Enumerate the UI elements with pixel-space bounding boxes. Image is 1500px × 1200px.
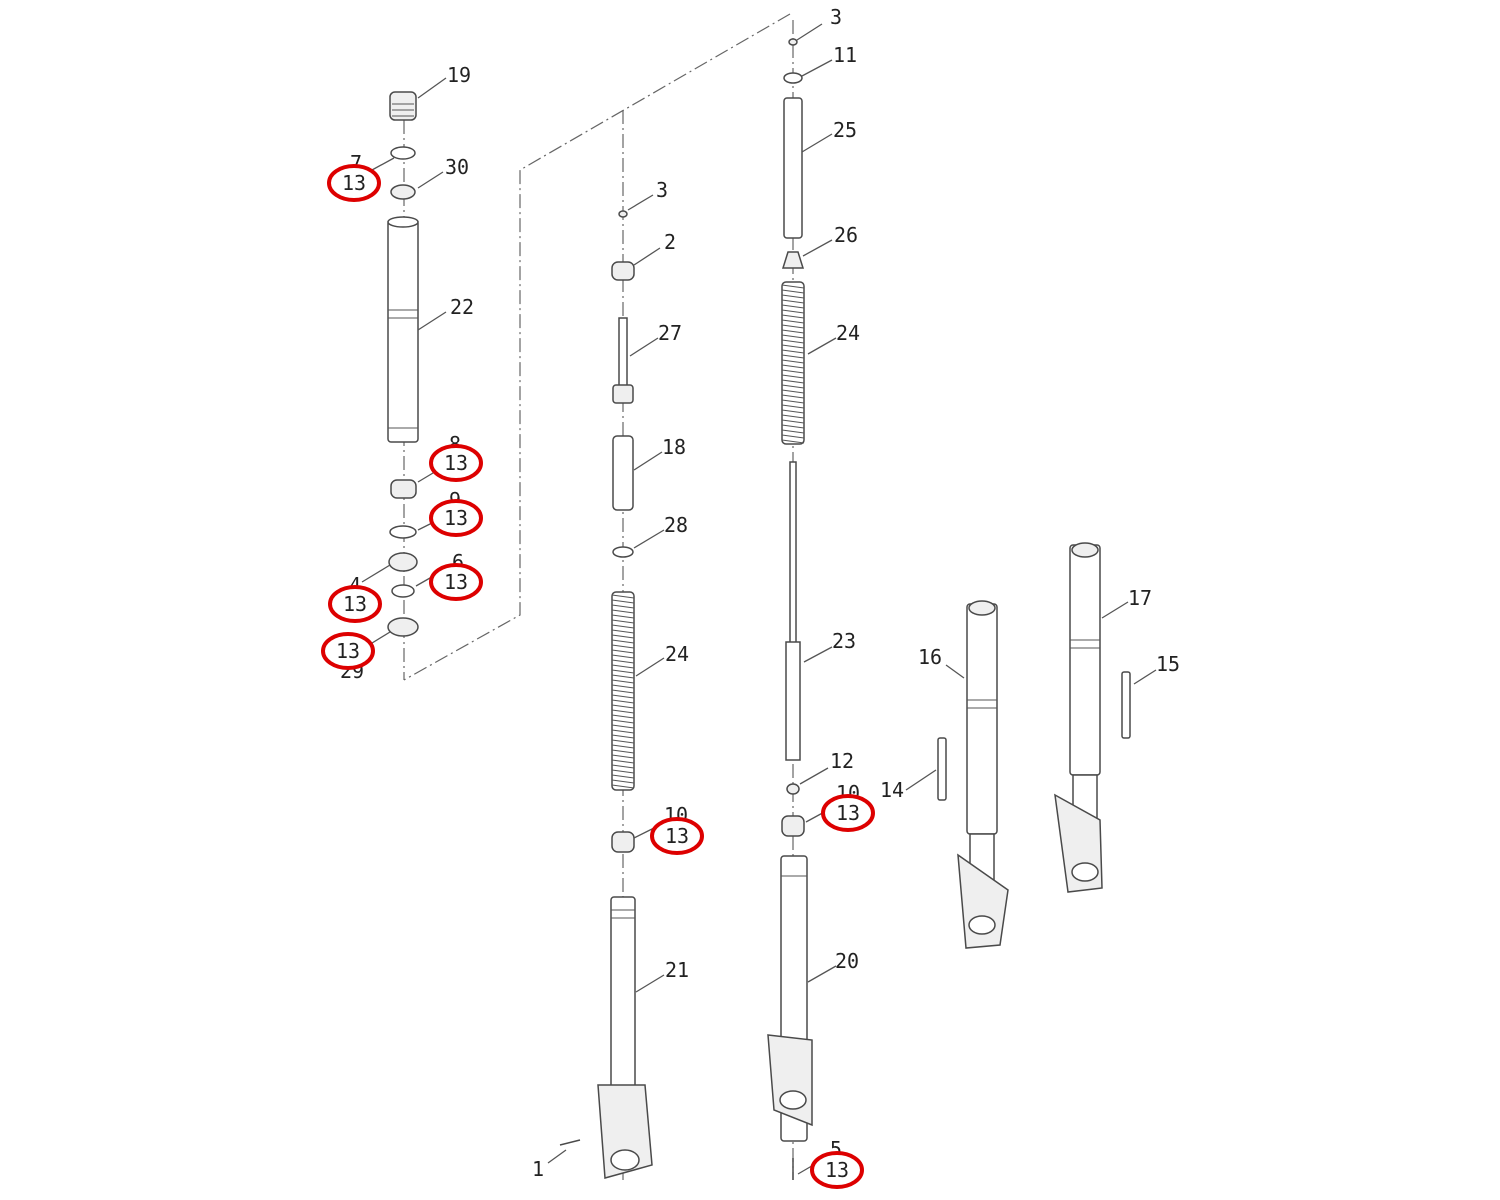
washer-part-2 [389, 525, 417, 539]
small-nut-part [618, 210, 628, 218]
bolt-part [559, 1139, 581, 1146]
lock-nut-part [786, 783, 800, 795]
leader-lines [361, 23, 1157, 1175]
inner-tube-part-2 [767, 855, 813, 1142]
callout-text: 13 [836, 801, 860, 825]
top-nut-part [788, 38, 798, 46]
fork-protector-part-2 [1121, 671, 1131, 739]
part-label-20: 20 [835, 949, 859, 973]
callout-text: 13 [336, 639, 360, 663]
callout-text: 13 [665, 824, 689, 848]
cartridge-part [785, 461, 801, 761]
slide-bushing-part-2 [781, 815, 805, 837]
part-label-27: 27 [658, 321, 682, 345]
right-column-parts [767, 38, 813, 1180]
part-label-3-right: 3 [830, 5, 842, 29]
part-label-22: 22 [450, 295, 474, 319]
callout-13-bushing-10-middle: 13 [650, 817, 704, 855]
part-label-28: 28 [664, 513, 688, 537]
part-label-24-middle: 24 [665, 642, 689, 666]
fork-spring-part-2 [781, 281, 805, 445]
o-ring-part [390, 146, 416, 160]
adjuster-part [611, 261, 635, 281]
callout-13-dust-seal-29: 13 [321, 632, 375, 670]
callout-text: 13 [825, 1158, 849, 1182]
dust-seal-part [387, 617, 419, 637]
callout-13-seal-7: 13 [327, 164, 381, 202]
part-label-25: 25 [833, 118, 857, 142]
part-label-11: 11 [833, 43, 857, 67]
damper-rod-part [612, 317, 634, 404]
callout-13-seal-4: 13 [328, 585, 382, 623]
oil-seal-part [388, 552, 418, 572]
part-label-21: 21 [665, 958, 689, 982]
part-label-16: 16 [918, 645, 942, 669]
assembled-left-leg [957, 600, 1009, 949]
callout-13-bushing-10-right: 13 [821, 794, 875, 832]
spring-seat-part-2 [781, 251, 805, 269]
assembled-fork-legs [937, 542, 1131, 949]
callout-text: 13 [444, 506, 468, 530]
preload-tube-part [783, 97, 803, 239]
callout-13-screw-5: 13 [810, 1151, 864, 1189]
slide-bushing-part [611, 831, 635, 853]
part-label-30: 30 [445, 155, 469, 179]
callout-text: 13 [444, 451, 468, 475]
part-label-14: 14 [880, 778, 904, 802]
callout-text: 13 [444, 570, 468, 594]
fork-spring-part [611, 591, 635, 791]
part-label-24-right: 24 [836, 321, 860, 345]
fork-protector-part [937, 737, 947, 801]
callouts: 13 13 13 13 13 13 13 13 [321, 164, 875, 1189]
ring-part [783, 72, 803, 84]
part-label-26: 26 [834, 223, 858, 247]
part-label-3-middle: 3 [656, 178, 668, 202]
callout-13-washer-9: 13 [429, 499, 483, 537]
left-column-parts [387, 91, 419, 637]
part-label-12: 12 [830, 749, 854, 773]
callout-text: 13 [342, 171, 366, 195]
callout-text: 13 [343, 592, 367, 616]
part-label-1: 1 [532, 1157, 544, 1181]
part-label-17: 17 [1128, 586, 1152, 610]
top-cap-part [389, 91, 417, 121]
assembled-right-leg [1054, 542, 1103, 893]
washer-part [390, 184, 416, 200]
callout-13-bushing-8: 13 [429, 444, 483, 482]
outer-tube-part [387, 216, 419, 443]
part-label-23: 23 [832, 629, 856, 653]
circlip-part [391, 584, 415, 598]
inner-tube-part [597, 896, 653, 1179]
spacer-tube-part [612, 435, 634, 511]
part-label-19: 19 [447, 63, 471, 87]
middle-column-parts [559, 210, 653, 1179]
spring-seat-part [612, 546, 634, 558]
part-label-2: 2 [664, 230, 676, 254]
bushing-part [390, 479, 417, 499]
part-label-15: 15 [1156, 652, 1180, 676]
callout-13-clip-6: 13 [429, 563, 483, 601]
part-label-18: 18 [662, 435, 686, 459]
